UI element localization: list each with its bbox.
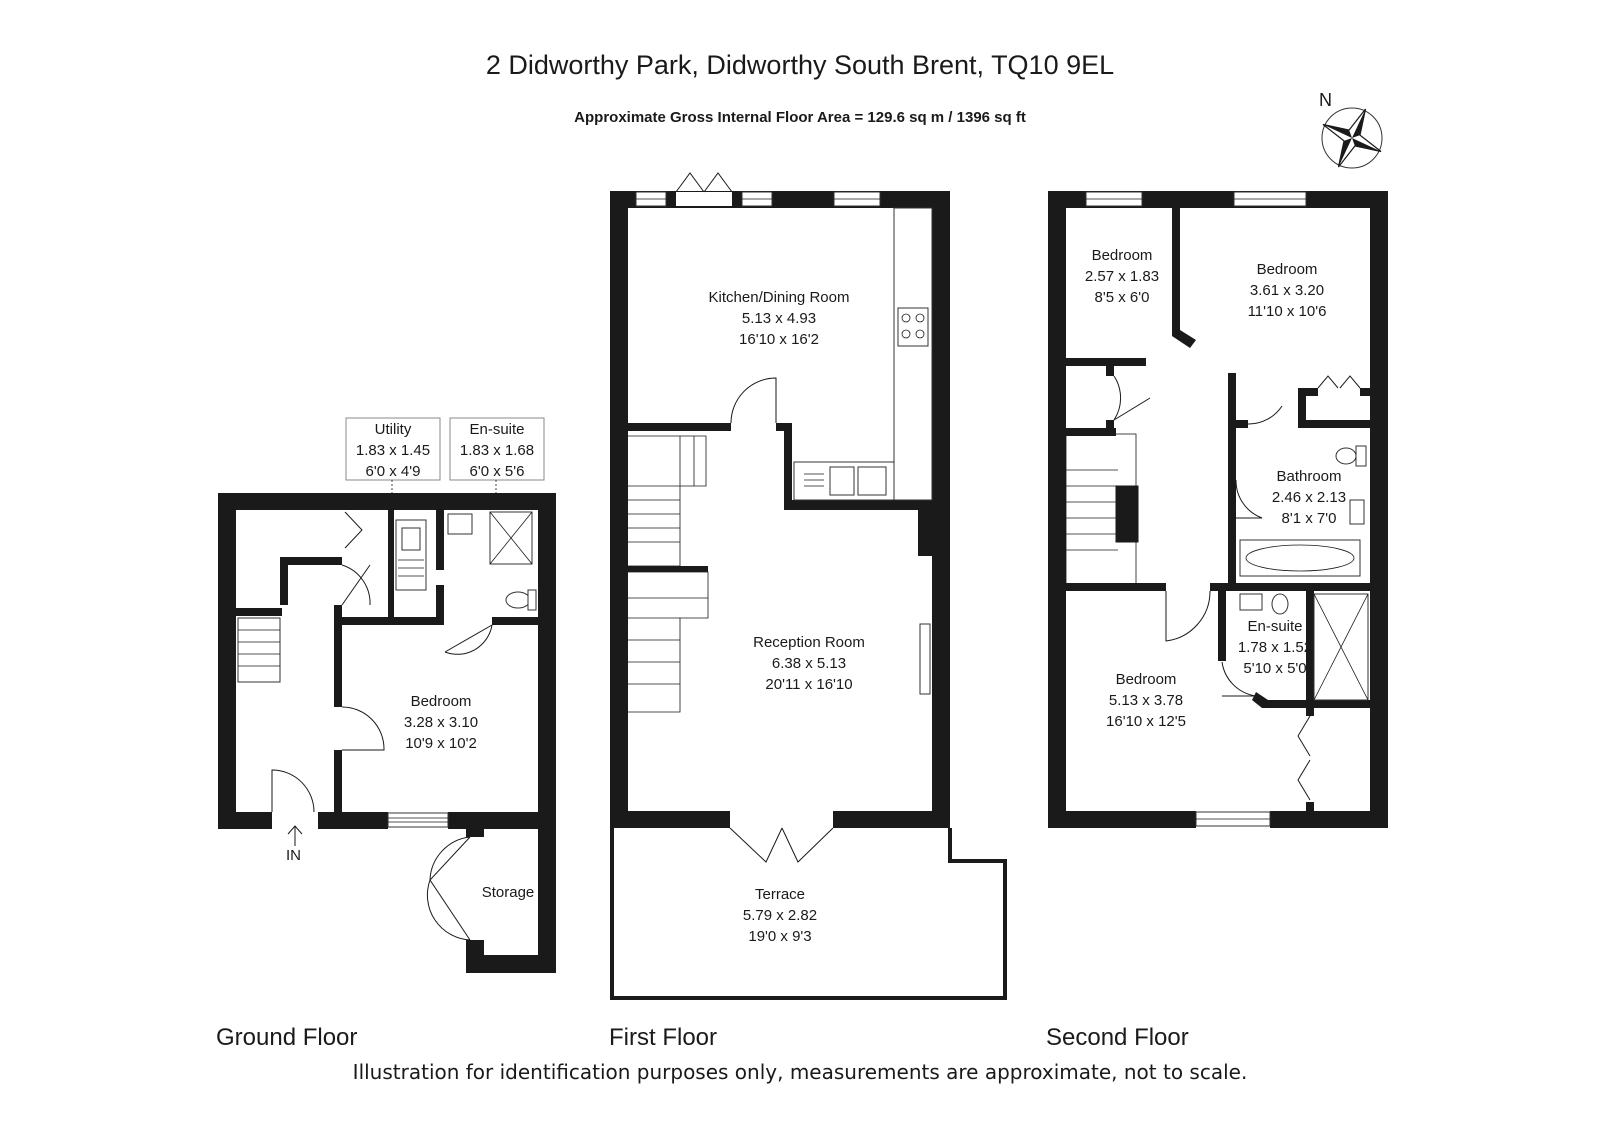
room-metric: 2.46 x 2.13 [1271, 489, 1347, 506]
disclaimer: Illustration for identification purposes… [352, 1060, 1248, 1084]
room-name: Storage [481, 884, 535, 901]
ground-floor-plan [218, 417, 556, 973]
room-name: Bedroom [410, 693, 472, 710]
room-imperial: 20'11 x 16'10 [765, 676, 853, 693]
room-metric: 1.83 x 1.45 [355, 442, 431, 459]
room-name: Bedroom [1256, 261, 1318, 278]
room-metric: 6.38 x 5.13 [771, 655, 847, 672]
room-metric: 1.83 x 1.68 [459, 442, 535, 459]
room-ensuite-ground: En-suite 1.83 x 1.68 6'0 x 5'6 [450, 419, 544, 482]
room-ensuite-second: En-suite 1.78 x 1.52 5'10 x 5'0 [1230, 616, 1320, 679]
room-bedroom-mid: Bedroom 3.61 x 3.20 11'10 x 10'6 [1232, 259, 1342, 322]
room-imperial: 6'0 x 4'9 [365, 463, 421, 480]
compass-north-label: N [1319, 90, 1332, 110]
room-bedroom-large: Bedroom 5.13 x 3.78 16'10 x 12'5 [1086, 669, 1206, 732]
room-imperial: 10'9 x 10'2 [405, 735, 477, 752]
room-imperial: 11'10 x 10'6 [1247, 303, 1327, 320]
room-name: Kitchen/Dining Room [708, 289, 850, 306]
room-name: En-suite [1247, 618, 1303, 635]
floor-label-ground: Ground Floor [216, 1024, 358, 1051]
room-metric: 5.13 x 3.78 [1108, 692, 1184, 709]
entrance-label: IN [286, 847, 301, 864]
room-imperial: 8'1 x 7'0 [1281, 510, 1337, 527]
room-metric: 1.78 x 1.52 [1237, 639, 1313, 656]
room-kitchen-dining: Kitchen/Dining Room 5.13 x 4.93 16'10 x … [694, 287, 864, 350]
room-reception: Reception Room 6.38 x 5.13 20'11 x 16'10 [724, 632, 894, 695]
room-imperial: 8'5 x 6'0 [1094, 289, 1150, 306]
room-name: Bathroom [1276, 468, 1342, 485]
room-bedroom-small: Bedroom 2.57 x 1.83 8'5 x 6'0 [1074, 245, 1170, 308]
room-metric: 5.13 x 4.93 [741, 310, 817, 327]
room-name: En-suite [469, 421, 525, 438]
room-imperial: 6'0 x 5'6 [469, 463, 525, 480]
room-name: Reception Room [753, 634, 865, 651]
room-imperial: 19'0 x 9'3 [748, 928, 812, 945]
room-metric: 5.79 x 2.82 [742, 907, 818, 924]
room-metric: 3.61 x 3.20 [1249, 282, 1325, 299]
floor-label-second: Second Floor [1046, 1024, 1189, 1051]
room-bedroom-ground: Bedroom 3.28 x 3.10 10'9 x 10'2 [381, 691, 501, 754]
room-imperial: 16'10 x 12'5 [1106, 713, 1186, 730]
room-name: Terrace [754, 886, 806, 903]
property-address: 2 Didworthy Park, Didworthy South Brent,… [485, 50, 1115, 80]
room-storage: Storage [476, 882, 540, 903]
room-terrace: Terrace 5.79 x 2.82 19'0 x 9'3 [720, 884, 840, 947]
room-name: Bedroom [1091, 247, 1153, 264]
room-metric: 2.57 x 1.83 [1084, 268, 1160, 285]
room-metric: 3.28 x 3.10 [403, 714, 479, 731]
second-floor-plan [1048, 107, 1388, 828]
room-bathroom: Bathroom 2.46 x 2.13 8'1 x 7'0 [1259, 466, 1359, 529]
first-floor-plan [610, 172, 1007, 1000]
room-imperial: 5'10 x 5'0 [1243, 660, 1307, 677]
floor-label-first: First Floor [609, 1024, 717, 1051]
room-name: Utility [374, 421, 412, 438]
room-name: Bedroom [1115, 671, 1177, 688]
room-imperial: 16'10 x 16'2 [739, 331, 819, 348]
entrance-arrow [287, 825, 303, 846]
floor-area-summary: Approximate Gross Internal Floor Area = … [574, 109, 1026, 126]
room-utility: Utility 1.83 x 1.45 6'0 x 4'9 [346, 419, 440, 482]
compass-rose [1321, 107, 1383, 169]
